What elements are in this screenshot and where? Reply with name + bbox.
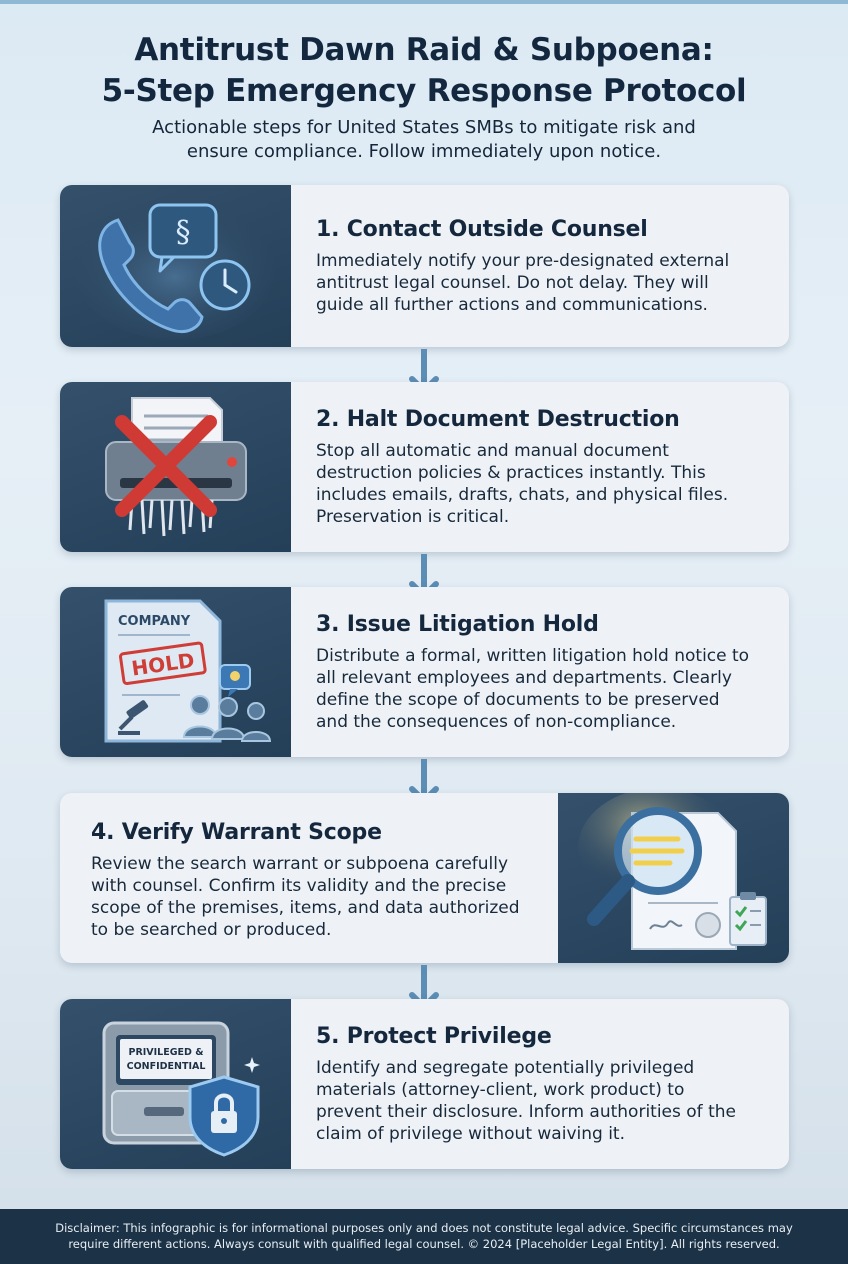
step-3-line: and the consequences of non-compliance. <box>316 712 677 732</box>
step-5-line: Identify and segregate potentially privi… <box>316 1058 695 1078</box>
magnifier-document-icon <box>578 793 767 950</box>
page-title: Antitrust Dawn Raid & Subpoena: 5-Step E… <box>0 30 848 112</box>
privileged-label-line-1: PRIVILEGED & <box>128 1047 203 1058</box>
step-4-line: scope of the premises, items, and data a… <box>91 898 520 918</box>
title-line-1: Antitrust Dawn Raid & Subpoena: <box>134 32 714 68</box>
step-2-title: 2. Halt Document Destruction <box>316 407 680 432</box>
step-1-text: 1. Contact Outside Counsel Immediately n… <box>316 185 771 347</box>
disclaimer-line-2: require different actions. Always consul… <box>68 1237 780 1251</box>
step-4-card: 4. Verify Warrant Scope Review the searc… <box>60 793 789 963</box>
step-1-description: Immediately notify your pre-designated e… <box>316 250 771 316</box>
step-5-text: 5. Protect Privilege Identify and segreg… <box>316 999 771 1169</box>
step-4-line: to be searched or produced. <box>91 920 332 940</box>
step-2-line: includes emails, drafts, chats, and phys… <box>316 485 729 505</box>
privileged-label-line-2: CONFIDENTIAL <box>127 1061 206 1072</box>
company-label: COMPANY <box>118 614 191 629</box>
step-4-description: Review the search warrant or subpoena ca… <box>91 853 537 941</box>
step-3-line: all relevant employees and departments. … <box>316 668 732 688</box>
step-3-text: 3. Issue Litigation Hold Distribute a fo… <box>316 587 771 757</box>
step-5-line: prevent their disclosure. Inform authori… <box>316 1102 736 1122</box>
step-2-description: Stop all automatic and manual document d… <box>316 440 771 528</box>
step-2-line: Stop all automatic and manual document <box>316 441 669 461</box>
step-1-line: guide all further actions and communicat… <box>316 295 708 315</box>
shredder-stop-icon <box>105 397 247 537</box>
top-accent-line <box>0 0 848 4</box>
step-1-line: Immediately notify your pre-designated e… <box>316 251 730 271</box>
step-3-title: 3. Issue Litigation Hold <box>316 612 599 637</box>
step-4-text: 4. Verify Warrant Scope Review the searc… <box>91 793 537 963</box>
disclaimer-line-1: Disclaimer: This infographic is for info… <box>55 1221 793 1235</box>
step-1-line: antitrust legal counsel. Do not delay. T… <box>316 273 709 293</box>
step-2-line: Preservation is critical. <box>316 507 510 527</box>
subtitle-line-1: Actionable steps for United States SMBs … <box>152 117 696 138</box>
step-3-description: Distribute a formal, written litigation … <box>316 645 771 733</box>
phone-legal-clock-icon: § <box>75 200 275 340</box>
step-4-line: with counsel. Confirm its validity and t… <box>91 876 507 896</box>
step-4-icon-panel <box>558 793 789 963</box>
step-1-title: 1. Contact Outside Counsel <box>316 217 648 242</box>
step-2-card: 2. Halt Document Destruction Stop all au… <box>60 382 789 552</box>
step-3-line: define the scope of documents to be pres… <box>316 690 720 710</box>
privileged-drawer-shield-icon: PRIVILEGED & CONFIDENTIAL <box>102 1021 260 1157</box>
page-subtitle: Actionable steps for United States SMBs … <box>40 116 808 164</box>
step-5-description: Identify and segregate potentially privi… <box>316 1057 771 1145</box>
step-4-title: 4. Verify Warrant Scope <box>91 820 382 845</box>
disclaimer-footer: Disclaimer: This infographic is for info… <box>0 1209 848 1264</box>
step-5-card: PRIVILEGED & CONFIDENTIAL 5. Protect Pri… <box>60 999 789 1169</box>
title-line-2: 5-Step Emergency Response Protocol <box>101 73 747 109</box>
step-4-line: Review the search warrant or subpoena ca… <box>91 854 509 874</box>
step-5-icon-panel: PRIVILEGED & CONFIDENTIAL <box>60 999 291 1169</box>
step-5-line: materials (attorney-client, work product… <box>316 1080 685 1100</box>
step-2-line: destruction policies & practices instant… <box>316 463 706 483</box>
step-3-line: Distribute a formal, written litigation … <box>316 646 750 666</box>
step-1-card: § 1. Contact Outside Counsel Immediately… <box>60 185 789 347</box>
step-5-title: 5. Protect Privilege <box>316 1024 552 1049</box>
litigation-hold-document-icon: COMPANY HOLD <box>104 599 272 743</box>
step-2-icon-panel <box>60 382 291 552</box>
step-1-icon-panel: § <box>60 185 291 347</box>
step-3-card: COMPANY HOLD 3. Issue Litigati <box>60 587 789 757</box>
step-2-text: 2. Halt Document Destruction Stop all au… <box>316 382 771 552</box>
section-symbol: § <box>176 215 191 250</box>
subtitle-line-2: ensure compliance. Follow immediately up… <box>186 141 662 162</box>
step-5-line: claim of privilege without waiving it. <box>316 1124 625 1144</box>
step-3-icon-panel: COMPANY HOLD <box>60 587 291 757</box>
